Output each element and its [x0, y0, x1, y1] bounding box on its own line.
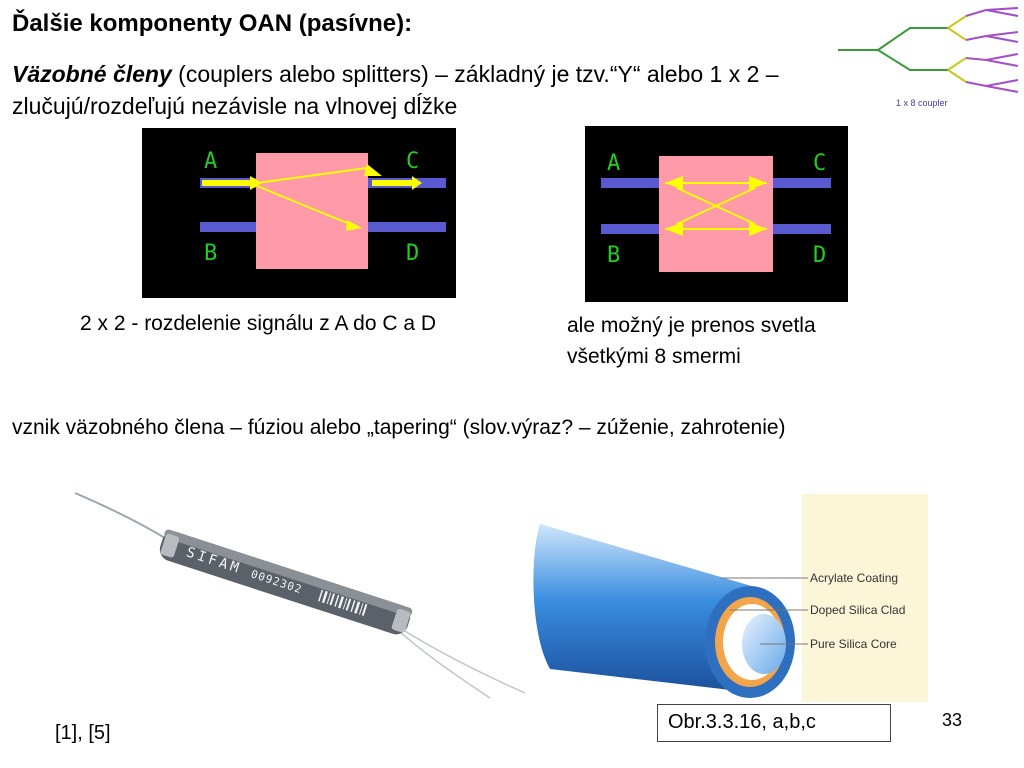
- port-a-right: A: [607, 151, 620, 176]
- fusion-text: vznik väzobného člena – fúziou alebo „ta…: [12, 416, 786, 439]
- port-c-left: C: [406, 149, 419, 174]
- port-a-left: A: [204, 149, 217, 174]
- layer-label-clad: Doped Silica Clad: [810, 603, 905, 617]
- coupler-tree-diagram: 1 x 8 coupler: [838, 7, 1019, 108]
- coupler-diagram-right: A B C D: [585, 126, 848, 302]
- page-number: 33: [942, 710, 963, 730]
- intro-paragraph: Väzobné členy (couplers alebo splitters)…: [12, 58, 942, 122]
- references: [1], [5]: [55, 722, 111, 744]
- fused-coupler-photo: SIFAM 0092302: [70, 488, 530, 708]
- caption-left: 2 x 2 - rozdelenie signálu z A do C a D: [80, 312, 437, 335]
- coupler-tree-label: 1 x 8 coupler: [896, 98, 948, 108]
- port-d-right: D: [813, 243, 826, 268]
- port-b-left: B: [204, 241, 217, 266]
- port-c-right: C: [813, 151, 826, 176]
- layer-label-core: Pure Silica Core: [810, 637, 897, 651]
- intro-term: Väzobné členy: [12, 61, 172, 87]
- coupler-diagram-left: A B C D: [142, 128, 456, 298]
- port-b-right: B: [607, 243, 620, 268]
- fiber-cross-section: Acrylate Coating Doped Silica Clad Pure …: [533, 494, 928, 702]
- intro-text: (couplers alebo splitters) – základný je…: [12, 61, 779, 119]
- caption-right: ale možný je prenos svetla všetkými 8 sm…: [567, 314, 816, 368]
- port-d-left: D: [406, 241, 419, 266]
- figure-caption-box: Obr.3.3.16, a,b,c: [657, 704, 891, 742]
- slide-title: Ďalšie komponenty OAN (pasívne):: [12, 10, 413, 37]
- figure-caption: Obr.3.3.16, a,b,c: [668, 711, 816, 733]
- layer-label-coating: Acrylate Coating: [810, 571, 898, 585]
